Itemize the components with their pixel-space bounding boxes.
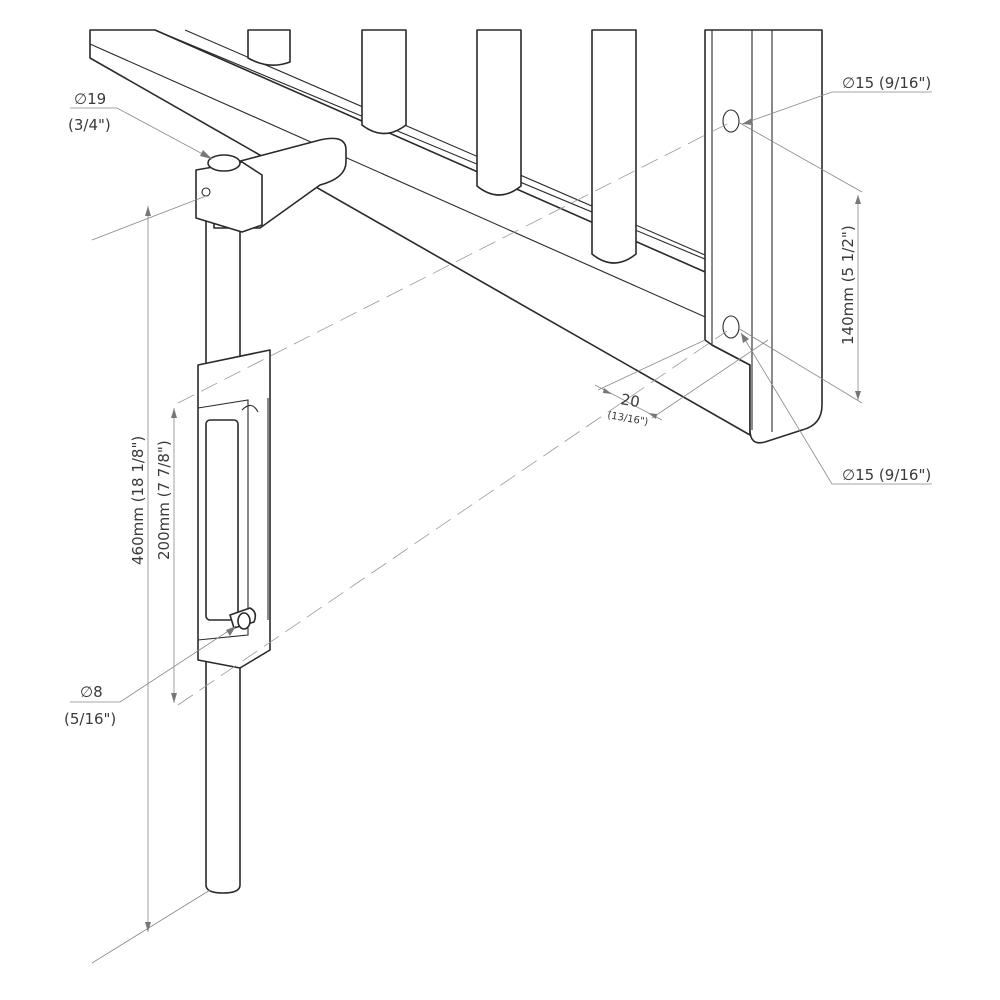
bracket-front-face <box>197 399 249 641</box>
gate-bottom-rail <box>89 29 751 436</box>
alignment-lines <box>177 123 728 706</box>
gate-vertical-post <box>704 29 823 444</box>
baluster-1 <box>247 29 291 66</box>
gate-frame <box>89 29 823 444</box>
bottom-pin-diameter-inch-label: (5/16") <box>64 710 116 728</box>
rail-edge-line <box>89 43 713 321</box>
bolt-length-label: 460mm (18 1/8") <box>129 436 147 565</box>
bracket-upper-notch <box>241 404 259 413</box>
handle-collar <box>195 161 263 233</box>
mounting-hole-top <box>722 109 740 133</box>
dimensions <box>70 91 932 964</box>
edge-offset-label: 20 <box>619 390 641 411</box>
hole-spacing-label: 140mm (5 1/2") <box>839 225 857 345</box>
bottom-pin-leader <box>70 625 237 703</box>
hole-bottom-label: ∅15 (9/16") <box>842 466 931 484</box>
hole-bottom-leader <box>740 332 932 485</box>
hole-top-leader <box>741 91 932 125</box>
handle-pin-head <box>207 154 241 172</box>
baluster-2 <box>361 29 407 135</box>
bracket-slot <box>205 419 239 621</box>
bracket-length-label: 200mm (7 7/8") <box>155 440 173 560</box>
top-pin-leader <box>70 107 213 160</box>
top-pin-diameter-label: ∅19 <box>74 90 106 108</box>
mounting-hole-bottom <box>722 315 740 339</box>
locking-pin-knob <box>237 612 251 630</box>
bottom-pin-diameter-label: ∅8 <box>80 683 103 701</box>
dimension-labels: ∅19 (3/4") ∅15 (9/16") ∅15 (9/16") 140mm… <box>64 74 931 728</box>
baluster-4 <box>591 29 637 264</box>
edge-offset-inch-label: (13/16") <box>606 410 649 428</box>
baluster-3 <box>476 29 522 196</box>
top-pin-diameter-inch-label: (3/4") <box>68 116 111 134</box>
hole-top-label: ∅15 (9/16") <box>842 74 931 92</box>
drop-bolt <box>195 137 347 894</box>
